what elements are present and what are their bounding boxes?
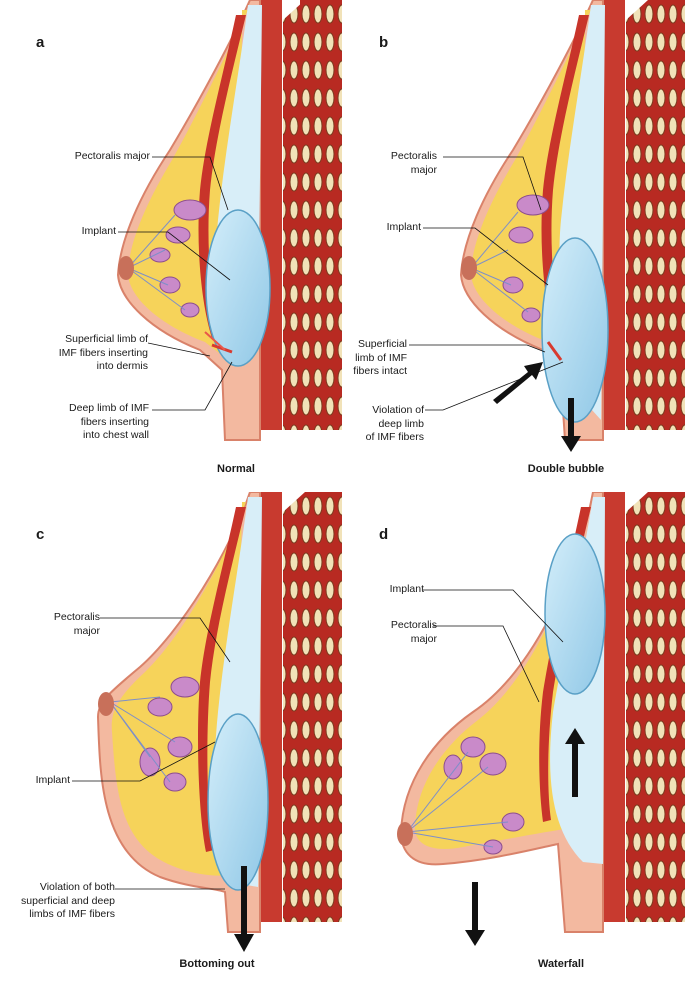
- panel-letter: b: [379, 34, 389, 51]
- implant: [207, 713, 269, 891]
- breast-illustration-waterfall: [397, 492, 685, 946]
- panel-letter: a: [36, 34, 45, 51]
- arrow-down: [465, 882, 485, 946]
- breast-illustration-bottoming-out: [72, 492, 342, 952]
- label-superficial-limb: Superficial limb of IMF fibers inserting…: [58, 333, 148, 372]
- leader-lines: [423, 589, 564, 703]
- label-implant: Implant: [35, 774, 70, 786]
- ducts: [127, 214, 186, 311]
- implant: [205, 209, 271, 367]
- caption: Waterfall: [537, 958, 585, 970]
- ribs-layer: [626, 0, 685, 430]
- label-implant: Implant: [81, 225, 116, 237]
- ducts: [406, 751, 509, 848]
- panel-double-bubble: b Pectoralis major Implant Superficial l…: [343, 0, 685, 490]
- caption: Bottoming out: [179, 958, 255, 970]
- imf-fibers: [546, 341, 563, 361]
- label-pectoralis-major: Pectoralis major: [53, 611, 100, 637]
- label-pectoralis-major: Pectoralis major: [390, 150, 437, 176]
- label-pectoralis-major: Pectoralis major: [390, 619, 437, 645]
- caption: Double bubble: [527, 463, 605, 475]
- nipple: [118, 256, 134, 280]
- panel-normal: a Pectoralis major Implant Superficial l…: [0, 0, 342, 490]
- nipple: [98, 692, 114, 716]
- ducts: [470, 211, 529, 313]
- pectoralis-major-muscle: [198, 507, 246, 852]
- ribs-layer: [283, 0, 342, 430]
- arrow-down: [561, 398, 581, 452]
- label-both-limbs-violation: Violation of both superficial and deep l…: [21, 881, 115, 920]
- pectoralis-major-muscle: [198, 15, 246, 338]
- nipple: [397, 822, 413, 846]
- caption: Normal: [217, 463, 255, 475]
- panel-bottoming-out: c Pectoralis major Implant Violation of …: [0, 492, 342, 982]
- label-implant: Implant: [386, 221, 421, 233]
- panel-letter: c: [36, 526, 45, 543]
- arrow-superficial: [493, 362, 543, 404]
- label-deep-limb-violation: Violation of deep limb of IMF fibers: [365, 404, 424, 443]
- gland-tissue: [139, 676, 200, 792]
- leader-lines: [118, 156, 233, 411]
- label-implant: Implant: [389, 583, 424, 595]
- ducts: [109, 696, 176, 783]
- gland-tissue: [443, 736, 525, 855]
- implant: [541, 237, 609, 423]
- nipple: [461, 256, 477, 280]
- panel-waterfall: d Implant Pectoralis major Waterfall: [343, 492, 685, 982]
- pectoralis-major-muscle: [541, 15, 589, 338]
- ribs-layer: [283, 492, 342, 922]
- panel-letter: d: [379, 526, 389, 543]
- ribs-layer: [626, 492, 685, 922]
- arrow-up: [565, 728, 585, 797]
- implant: [544, 533, 606, 695]
- arrow-down: [234, 866, 254, 952]
- label-pectoralis-major: Pectoralis major: [74, 150, 150, 162]
- gland-tissue: [149, 199, 207, 318]
- label-superficial-limb-intact: Superficial limb of IMF fibers intact: [353, 338, 407, 377]
- label-deep-limb: Deep limb of IMF fibers inserting into c…: [69, 402, 149, 441]
- leader-lines: [72, 617, 231, 890]
- breast-illustration-double-bubble: [409, 0, 685, 452]
- pectoralis-major-muscle: [539, 507, 591, 822]
- breast-illustration-normal: [116, 0, 342, 441]
- leader-lines: [409, 156, 564, 411]
